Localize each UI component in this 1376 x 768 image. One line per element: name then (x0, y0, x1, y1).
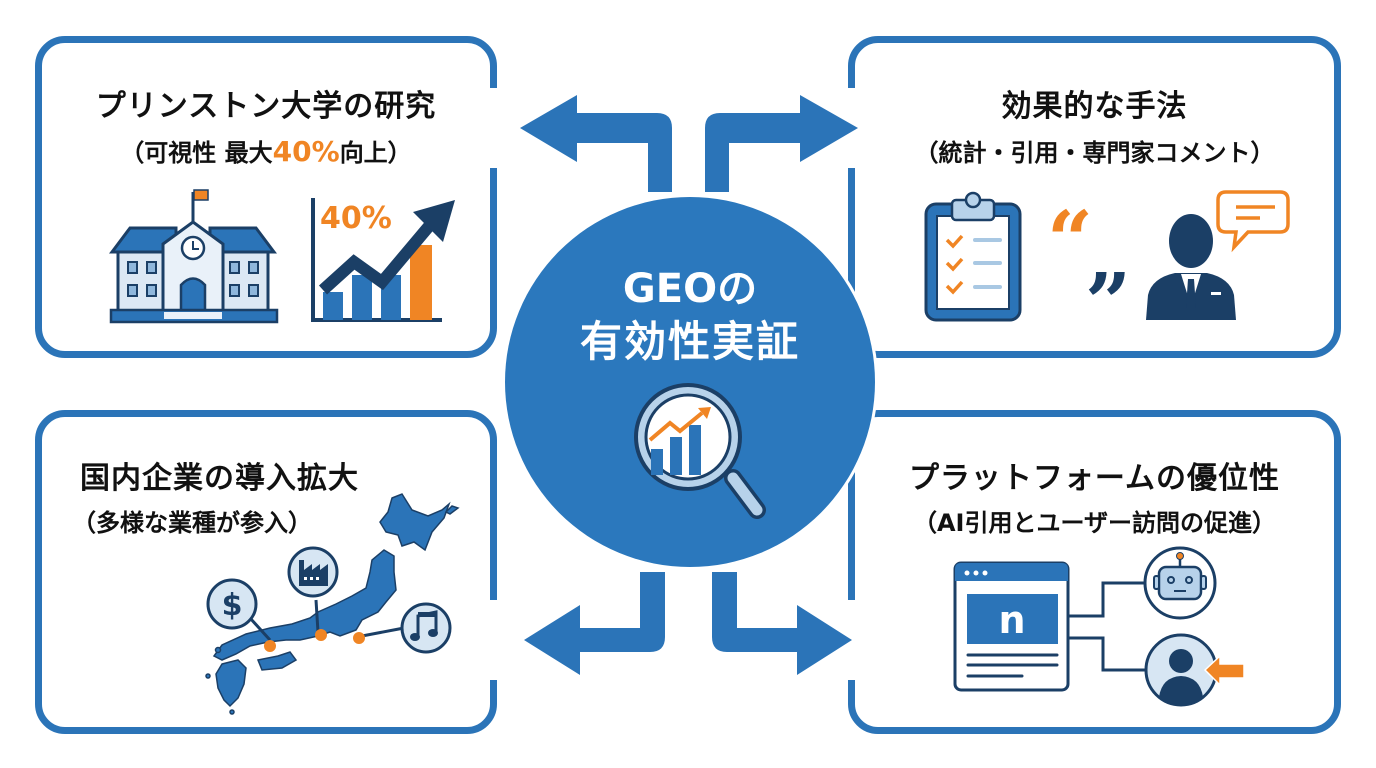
subtitle-suffix: 向上） (339, 139, 412, 167)
panel-title: プリンストン大学の研究 (95, 89, 437, 124)
growth-chart-icon: 40% (311, 198, 455, 322)
panel-subtitle: （AI引用とユーザー訪問の促進） (912, 509, 1277, 537)
japan-map-icon (205, 493, 460, 715)
panel-title: 効果的な手法 (1001, 89, 1188, 124)
arrow-to-bottom-right (712, 572, 852, 675)
panel-subtitle: （可視性 最大40%向上） (42, 133, 490, 168)
svg-text:“: “ (1047, 193, 1093, 287)
panel-subtitle: （多様な業種が参入） (72, 509, 312, 537)
japan-map-pins (248, 599, 405, 652)
panel-title: 国内企業の導入拡大 (80, 461, 359, 496)
panel-domestic-adoption: 国内企業の導入拡大 （多様な業種が参入） (35, 410, 497, 734)
platform-letter: n (998, 598, 1025, 642)
speech-bubble-icon (1216, 190, 1290, 253)
center-title-line1: GEOの (622, 266, 758, 312)
arrow-to-top-right (705, 95, 858, 192)
panel-platform-advantage: プラットフォームの優位性 （AI引用とユーザー訪問の促進） (848, 410, 1341, 734)
music-note-icon (400, 602, 452, 654)
arrow-to-top-left (520, 95, 672, 192)
university-building-icon (109, 189, 279, 324)
magnifier-chart-icon (634, 383, 766, 519)
subtitle-highlight-40-percent: 40% (272, 135, 340, 168)
center-title-line2: 有効性実証 (579, 317, 800, 366)
connector-lines (1068, 581, 1148, 672)
expert-person-icon (1146, 214, 1236, 320)
arrow-left-icon (1203, 654, 1245, 687)
dollar-icon: $ (206, 578, 258, 630)
arrow-to-bottom-left (524, 572, 665, 675)
user-icon (1144, 633, 1218, 707)
checklist-clipboard-icon (924, 191, 1022, 322)
factory-icon (287, 546, 339, 598)
quotation-marks-icon: “ ” (1047, 193, 1131, 349)
chart-40-percent-label: 40% (320, 201, 392, 236)
svg-text:”: ” (1085, 255, 1131, 349)
browser-window-icon: n (953, 561, 1070, 692)
robot-icon (1143, 546, 1217, 620)
svg-text:$: $ (222, 588, 243, 623)
panel-title: プラットフォームの優位性 (908, 461, 1281, 496)
center-circle (505, 197, 875, 567)
subtitle-prefix: （可視性 最大 (120, 139, 273, 167)
panel-subtitle: （統計・引用・専門家コメント） (914, 139, 1275, 167)
